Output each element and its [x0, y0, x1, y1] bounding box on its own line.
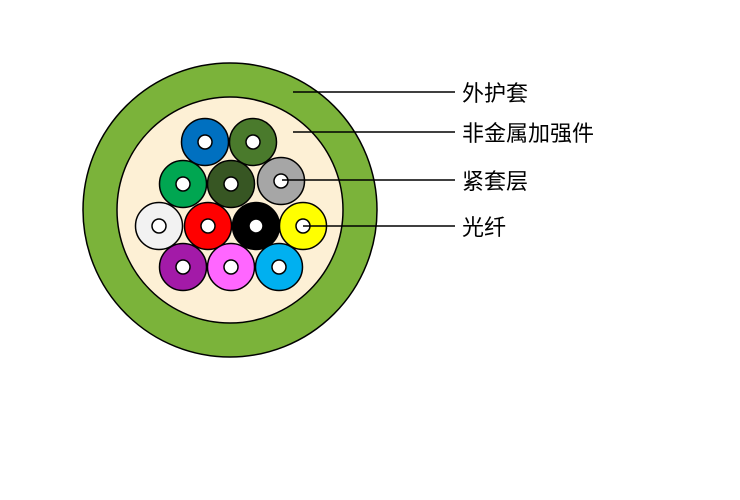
fiber-bundle [134, 117, 328, 292]
label-jacket: 外护套 [462, 82, 528, 107]
fiber-core-pink [223, 259, 239, 275]
fiber-dark-green [206, 159, 256, 209]
fiber-red [183, 201, 233, 251]
fiber-core-green [175, 176, 191, 192]
fiber-green [158, 159, 208, 209]
fiber-sky-blue [254, 242, 304, 292]
fiber-core-gray [273, 173, 289, 189]
fiber-core-red [200, 218, 216, 234]
fiber-blue [180, 117, 230, 167]
fiber-purple [158, 242, 208, 292]
fiber-core-olive-green [245, 134, 261, 150]
fiber-white [134, 201, 184, 251]
label-strength-member: 非金属加强件 [462, 122, 594, 147]
fiber-core-purple [175, 259, 191, 275]
fiber-core-dark-green [223, 176, 239, 192]
fiber-olive-green [228, 117, 278, 167]
fiber-pink [206, 242, 256, 292]
label-tight-buffer: 紧套层 [462, 170, 528, 195]
label-fiber: 光纤 [462, 216, 506, 241]
fiber-core-blue [197, 134, 213, 150]
fiber-core-white [151, 218, 167, 234]
fiber-core-black [248, 218, 264, 234]
fiber-gray [256, 156, 306, 206]
fiber-black [231, 201, 281, 251]
fiber-core-sky-blue [271, 259, 287, 275]
